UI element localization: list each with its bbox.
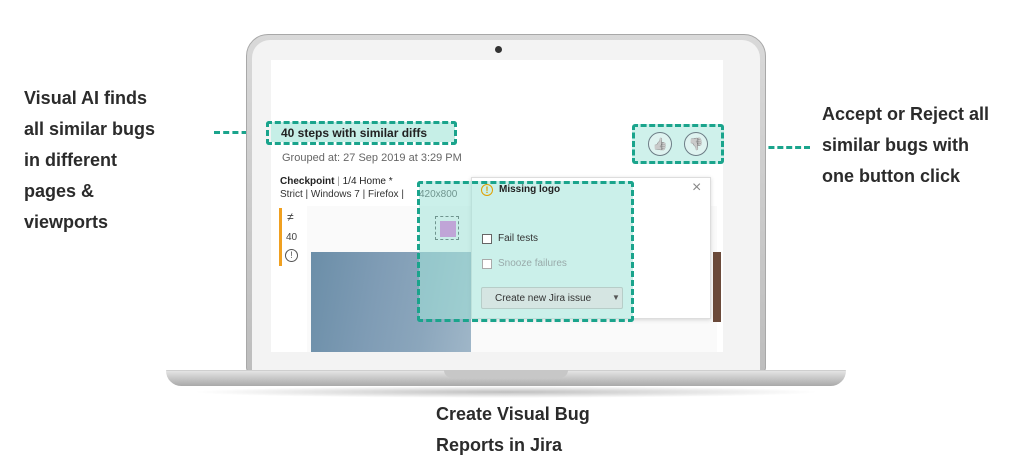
checkpoint-label: Checkpoint — [280, 176, 335, 187]
fail-tests-checkbox[interactable] — [482, 234, 492, 244]
callout-jira: Create Visual Bug Reports in Jira — [436, 399, 656, 461]
diff-indicator-strip — [279, 208, 282, 266]
callout-left-connector — [214, 131, 266, 134]
callout-accept-reject: Accept or Reject all similar bugs with o… — [822, 99, 1022, 192]
screenshot-image-right — [713, 252, 721, 322]
laptop-notch — [444, 370, 568, 378]
callout-left-line-1: Visual AI finds — [24, 88, 148, 108]
checkpoint-sep: | — [337, 176, 343, 187]
grouped-at: Grouped at: 27 Sep 2019 at 3:29 PM — [282, 152, 462, 164]
laptop-shadow — [190, 386, 822, 398]
group-title[interactable]: 40 steps with similar diffs — [281, 126, 428, 140]
vote-buttons-dash-box — [632, 124, 724, 164]
fail-tests-label: Fail tests — [498, 233, 539, 244]
callout-right-line-2: similar bugs with — [822, 135, 970, 155]
group-title-dash-box — [266, 121, 457, 145]
callout-visual-ai: Visual AI finds all similar bugs in diff… — [24, 83, 204, 238]
chevron-down-icon[interactable]: ▼ — [612, 293, 620, 302]
callout-bottom-line-2: Reports in Jira — [436, 435, 563, 455]
popup-close-icon[interactable]: × — [692, 179, 702, 196]
callout-left-line-5: viewports — [24, 212, 109, 232]
checkpoint-line: Checkpoint | 1/4 Home * — [280, 176, 393, 187]
diff-count: 40 — [286, 232, 298, 243]
popup-title: Missing logo — [499, 184, 561, 195]
popup-dash-box — [417, 181, 634, 322]
callout-left-line-3: in different — [24, 150, 117, 170]
thumbs-down-button[interactable]: 👎 — [684, 132, 708, 156]
callout-right-line-1: Accept or Reject all — [822, 104, 990, 124]
laptop-screen: 40 steps with similar diffs Grouped at: … — [271, 60, 723, 352]
snooze-label: Snooze failures — [498, 258, 567, 269]
jira-button[interactable] — [481, 287, 623, 309]
group-title-highlight — [271, 122, 455, 142]
callout-right-line-3: one button click — [822, 166, 961, 186]
jira-button-label: Create new Jira issue — [495, 293, 592, 304]
callout-left-line-2: all similar bugs — [24, 119, 156, 139]
thumbs-up-icon: 👍 — [652, 137, 668, 151]
alert-icon[interactable]: ! — [285, 249, 298, 262]
env-line: Strict | Windows 7 | Firefox | — [280, 189, 404, 200]
callout-right-connector — [724, 146, 810, 149]
snooze-checkbox[interactable] — [482, 259, 492, 269]
diff-symbol: ≠ — [287, 210, 294, 224]
warning-icon: ! — [481, 184, 493, 196]
callout-bottom-line-1: Create Visual Bug — [436, 404, 590, 424]
thumbs-up-button[interactable]: 👍 — [648, 132, 672, 156]
thumbs-down-icon: 👎 — [688, 137, 704, 151]
camera-icon — [495, 46, 502, 53]
checkpoint-value[interactable]: 1/4 Home * — [342, 176, 393, 187]
callout-left-line-4: pages & — [24, 181, 95, 201]
